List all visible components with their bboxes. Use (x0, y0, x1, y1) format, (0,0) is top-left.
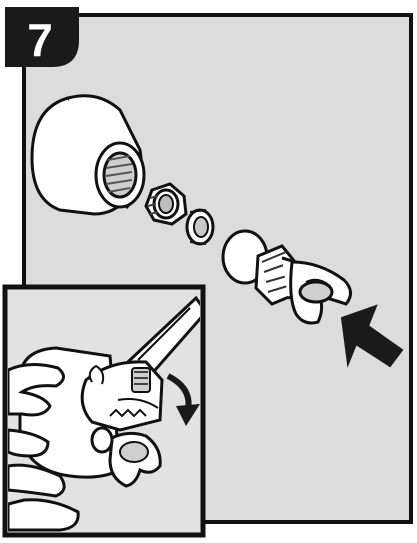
inset-wrench-detail (5, 287, 206, 535)
step-badge: 7 (6, 8, 78, 66)
step-number: 7 (27, 14, 53, 66)
washer (187, 210, 213, 244)
